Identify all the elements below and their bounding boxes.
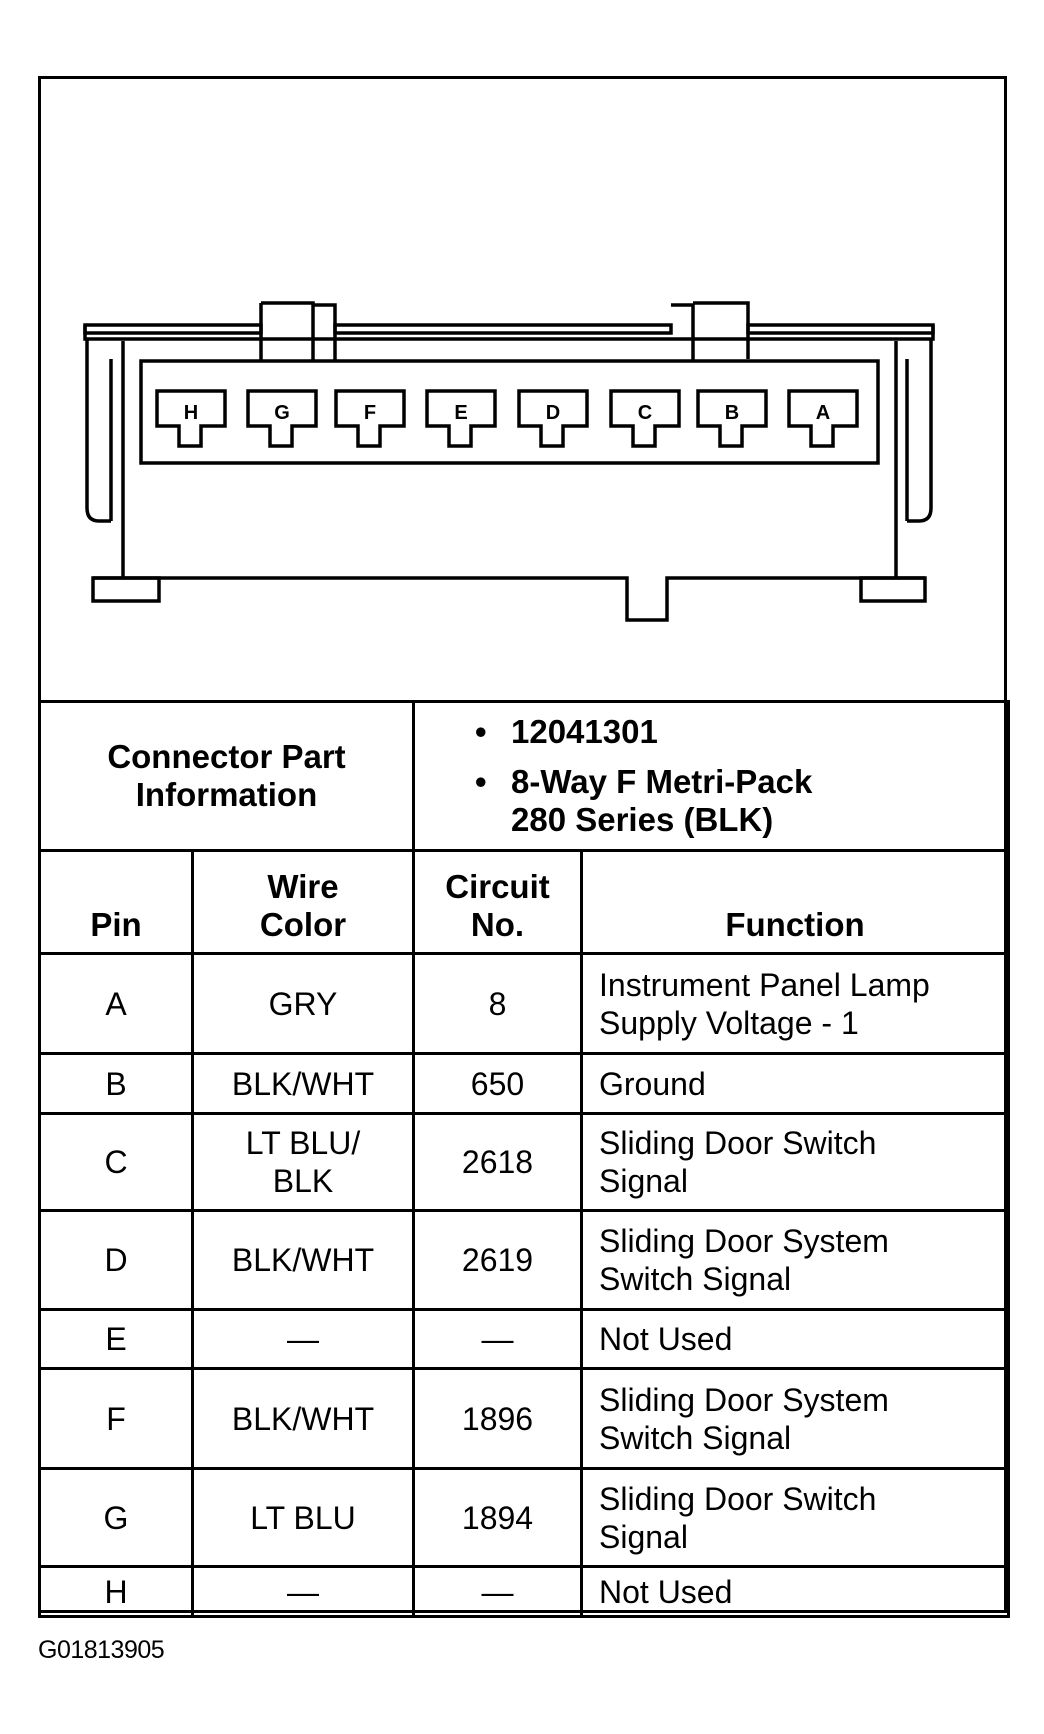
pin-label-h: H <box>184 402 198 424</box>
pin-cell: D <box>38 1209 194 1311</box>
connector-face-illustration: H G F E D C B A <box>83 301 935 622</box>
wire-color-cell: — <box>191 1308 415 1370</box>
wire-color-cell: BLK/WHT <box>191 1052 415 1115</box>
table-row: B BLK/WHT 650 Ground <box>38 1052 1010 1115</box>
wire-color-cell: LT BLU <box>191 1467 415 1568</box>
pin-cavity-g <box>246 389 318 448</box>
pin-cell: C <box>38 1112 194 1212</box>
wire-color-cell: — <box>191 1565 415 1618</box>
circuit-cell: 1894 <box>412 1467 583 1568</box>
pin-cavity-e <box>425 389 497 448</box>
pin-label-a: A <box>816 402 830 424</box>
pin-cavity-c <box>609 389 681 448</box>
circuit-cell: 2619 <box>412 1209 583 1311</box>
pin-label-d: D <box>546 402 560 424</box>
connector-part-info-row: Connector Part Information 12041301 8-Wa… <box>38 700 1010 852</box>
pin-cell: H <box>38 1565 194 1618</box>
key-tab-right <box>693 301 750 359</box>
header-function: Function <box>580 849 1010 955</box>
connector-face-diagram: H G F E D C B A <box>41 79 1004 700</box>
pin-cavity-a <box>787 389 859 448</box>
pin-cell: G <box>38 1467 194 1568</box>
circuit-cell: — <box>412 1565 583 1618</box>
part-number: 12041301 <box>475 713 1007 751</box>
pin-cell: F <box>38 1367 194 1470</box>
connector-part-info-label-line2: Information <box>135 776 318 813</box>
pin-cell: E <box>38 1308 194 1370</box>
function-cell: Ground <box>580 1052 1010 1115</box>
circuit-cell: 1896 <box>412 1367 583 1470</box>
pin-label-b: B <box>725 402 739 424</box>
header-wire-color: Wire Color <box>191 849 415 955</box>
circuit-cell: 8 <box>412 952 583 1055</box>
pin-cell: A <box>38 952 194 1055</box>
header-pin: Pin <box>38 849 194 955</box>
connector-part-info-label: Connector Part Information <box>38 700 415 852</box>
pin-label-e: E <box>454 402 467 424</box>
pin-cavity-b <box>696 389 768 448</box>
figure-code: G01813905 <box>38 1636 165 1664</box>
wire-color-cell: LT BLU/BLK <box>191 1112 415 1212</box>
connector-type: 8-Way F Metri-Pack 280 Series (BLK) <box>475 763 1007 839</box>
circuit-cell: 650 <box>412 1052 583 1115</box>
pin-label-c: C <box>638 402 652 424</box>
circuit-cell: — <box>412 1308 583 1370</box>
wire-color-cell: BLK/WHT <box>191 1367 415 1470</box>
pin-cavity-d <box>517 389 589 448</box>
circuit-cell: 2618 <box>412 1112 583 1212</box>
key-tab-left <box>261 301 315 363</box>
pin-cavity-f <box>334 389 406 448</box>
connector-figure-frame: H G F E D C B A Connector Part Informati… <box>38 76 1010 1618</box>
connector-part-info-values: 12041301 8-Way F Metri-Pack 280 Series (… <box>412 700 1010 852</box>
wire-color-cell: BLK/WHT <box>191 1209 415 1311</box>
connector-part-info-label-line1: Connector Part <box>107 738 346 775</box>
header-circuit-no: Circuit No. <box>412 849 583 955</box>
function-cell: Not Used <box>580 1308 1010 1370</box>
function-cell: Not Used <box>580 1565 1010 1618</box>
pin-label-g: G <box>274 402 290 424</box>
table-row: H — — Not Used <box>38 1565 1010 1618</box>
table-row: E — — Not Used <box>38 1308 1010 1370</box>
pin-label-f: F <box>364 402 376 424</box>
pin-cavity-h <box>155 389 227 448</box>
table-header-row: Pin Wire Color Circuit No. Function <box>38 849 1010 955</box>
pin-cell: B <box>38 1052 194 1115</box>
wire-color-cell: GRY <box>191 952 415 1055</box>
connector-pinout-table: Connector Part Information 12041301 8-Wa… <box>38 700 1010 1618</box>
